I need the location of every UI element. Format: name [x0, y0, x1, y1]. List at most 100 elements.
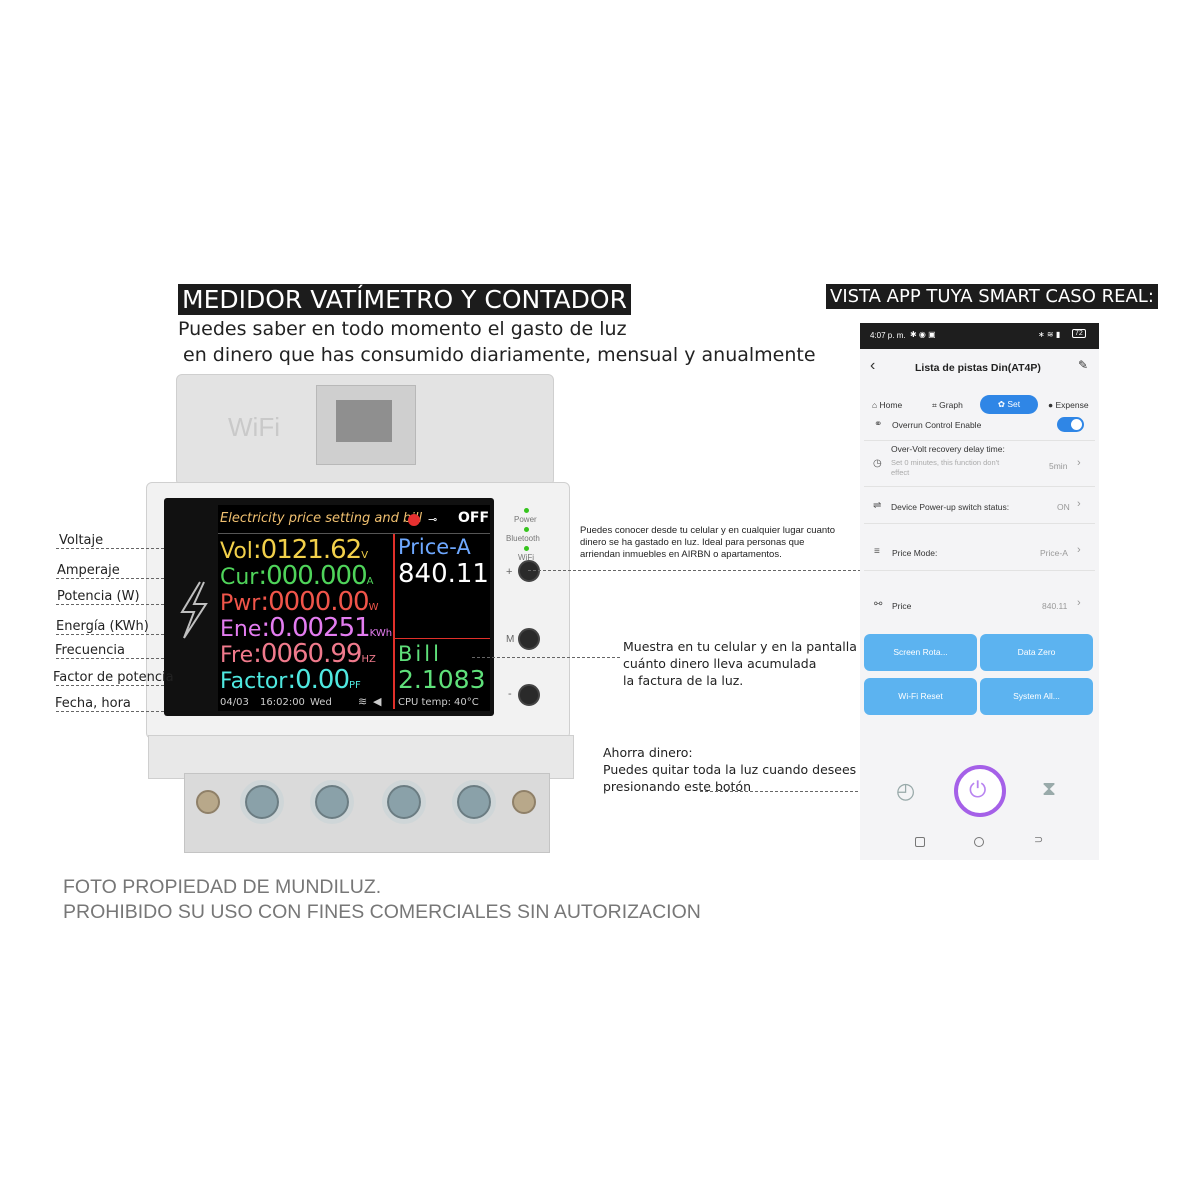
- leader-line-bill: [472, 657, 620, 658]
- terminal-screw-icon: [382, 780, 426, 824]
- left-label: Factor de potencia: [53, 670, 174, 685]
- heading-app-view: VISTA APP TUYA SMART CASO REAL:: [826, 284, 1158, 309]
- small-screw-icon: [196, 790, 220, 814]
- label-leader-line: [56, 685, 164, 686]
- status-icons: ✱ ◉ ▣: [910, 330, 936, 339]
- price-value: 840.11: [398, 559, 489, 589]
- tab-set[interactable]: ✿ Set: [980, 395, 1038, 414]
- meter-row-unit: A: [366, 576, 374, 587]
- meter-row: Pwr:0000.00W: [220, 587, 378, 617]
- meter-row: Cur:000.000A: [220, 561, 373, 591]
- gear-icon: ✿: [997, 399, 1005, 409]
- signal-icons: ∗ ≋ ▮: [1038, 330, 1061, 339]
- meter-row-label: Cur: [220, 565, 259, 590]
- home-nav-icon[interactable]: [974, 837, 984, 847]
- minus-button[interactable]: [518, 684, 540, 706]
- overrun-toggle[interactable]: [1057, 417, 1084, 432]
- overvolt-hint: Set 0 minutes, this function don't effec…: [891, 458, 1000, 477]
- bill-value: 2.1083: [398, 665, 486, 694]
- edit-icon[interactable]: ✎: [1078, 358, 1089, 372]
- label-leader-line: [56, 548, 164, 549]
- cpu-label: CPU temp:: [398, 697, 452, 708]
- left-label: Amperaje: [57, 563, 120, 578]
- record-dot-icon: [408, 514, 420, 526]
- overvolt-label: Over-Volt recovery delay time:: [891, 444, 1005, 454]
- heading-meter: MEDIDOR VATÍMETRO Y CONTADOR: [178, 284, 631, 315]
- left-label: Fecha, hora: [55, 696, 131, 711]
- meter-row-unit: PF: [349, 680, 361, 691]
- schedule-icon[interactable]: ◴: [896, 778, 916, 803]
- powerup-label: Device Power-up switch status:: [891, 502, 1010, 512]
- meter-bottom-housing: [148, 735, 574, 779]
- subtitle-line-2: en dinero que has consumido diariamente,…: [183, 344, 816, 366]
- device-title: Lista de pistas Din(AT4P): [915, 362, 1041, 374]
- note-bill-line-3: la factura de la luz.: [623, 673, 744, 688]
- note-remote-cost: Puedes conocer desde tu celular y en cua…: [580, 525, 836, 560]
- hourglass-icon[interactable]: ⧗: [1042, 778, 1057, 800]
- phone-status-bar: 4:07 p. m. ✱ ◉ ▣ ∗ ≋ ▮ 72: [860, 323, 1099, 349]
- note-save-line-2: Puedes quitar toda la luz cuando desees: [603, 762, 857, 777]
- overvolt-value[interactable]: 5min: [1049, 461, 1068, 471]
- speaker-icon: ◀: [373, 695, 382, 708]
- meter-row: Fre:0060.99HZ: [220, 639, 376, 669]
- meter-row-label: Vol: [220, 539, 253, 564]
- timer-icon: ◷: [873, 458, 882, 469]
- tab-expense[interactable]: ● Expense: [1048, 400, 1089, 410]
- chevron-right-icon[interactable]: ›: [1077, 457, 1081, 469]
- back-icon[interactable]: ‹: [870, 357, 876, 374]
- recent-apps-icon[interactable]: [915, 837, 925, 847]
- meter-case-wifi-text: WiFi: [228, 412, 280, 442]
- screen-rotate-button[interactable]: Screen Rota...: [864, 634, 977, 671]
- link-icon: ⚭: [874, 419, 883, 430]
- small-screw-icon: [512, 790, 536, 814]
- price-mode-value[interactable]: Price-A: [1040, 548, 1068, 558]
- left-label: Frecuencia: [55, 643, 125, 658]
- meter-row-unit: W: [368, 602, 379, 613]
- separator: [864, 486, 1095, 487]
- meter-row-value: :000.000: [258, 561, 367, 591]
- system-all-button[interactable]: System All...: [980, 678, 1093, 715]
- tab-home[interactable]: ⌂ Home: [872, 400, 902, 410]
- home-icon: ⌂: [872, 400, 878, 410]
- powerup-value[interactable]: ON: [1057, 502, 1070, 512]
- chevron-right-icon[interactable]: ›: [1077, 498, 1081, 510]
- price-row-value[interactable]: 840.11: [1042, 601, 1068, 611]
- plus-button[interactable]: [518, 560, 540, 582]
- screen-time: 16:02:00: [260, 697, 305, 708]
- toggle-knob: [1071, 419, 1082, 430]
- m-button[interactable]: [518, 628, 540, 650]
- screen-header: Electricity price setting and bill: [220, 511, 423, 526]
- power-led: [524, 508, 529, 513]
- screen-divider-top: [218, 533, 490, 534]
- note-bill-line-2: cuánto dinero lleva acumulada: [623, 656, 817, 671]
- footer-line-2: PROHIBIDO SU USO CON FINES COMERCIALES S…: [63, 901, 701, 923]
- meter-row-label: Pwr: [220, 591, 261, 616]
- chevron-right-icon[interactable]: ›: [1077, 544, 1081, 556]
- tab-graph[interactable]: ⌗ Graph: [932, 400, 963, 411]
- meter-row: Vol:0121.62V: [220, 535, 368, 565]
- label-leader-line: [56, 578, 164, 579]
- back-nav-icon[interactable]: ⊃: [1034, 834, 1044, 846]
- data-zero-button[interactable]: Data Zero: [980, 634, 1093, 671]
- meter-row-label: Factor: [220, 669, 288, 694]
- note-bill-line-1: Muestra en tu celular y en la pantalla: [623, 639, 857, 654]
- subtitle-line-1: Puedes saber en todo momento el gasto de…: [178, 318, 627, 340]
- separator: [864, 523, 1095, 524]
- screen-divider-mid: [395, 638, 490, 639]
- wifi-reset-button[interactable]: Wi-Fi Reset: [864, 678, 977, 715]
- list-icon: ≡: [874, 546, 880, 557]
- meter-row-value: :0060.99: [253, 639, 362, 669]
- chevron-right-icon[interactable]: ›: [1077, 597, 1081, 609]
- power-button[interactable]: ⏻: [954, 765, 1006, 817]
- meter-terminal-block: [184, 773, 550, 853]
- meter-row-value: :0121.62: [252, 535, 362, 565]
- meter-row-label: Ene: [220, 617, 262, 642]
- screen-day: Wed: [310, 697, 332, 708]
- meter-screen: Electricity price setting and bill ⊸ OFF…: [218, 505, 490, 711]
- label-leader-line: [56, 604, 164, 605]
- left-label: Potencia (W): [57, 589, 140, 604]
- tab-expense-label: Expense: [1055, 400, 1089, 410]
- bluetooth-led: [524, 527, 529, 532]
- label-leader-line: [56, 658, 164, 659]
- terminal-screw-icon: [310, 780, 354, 824]
